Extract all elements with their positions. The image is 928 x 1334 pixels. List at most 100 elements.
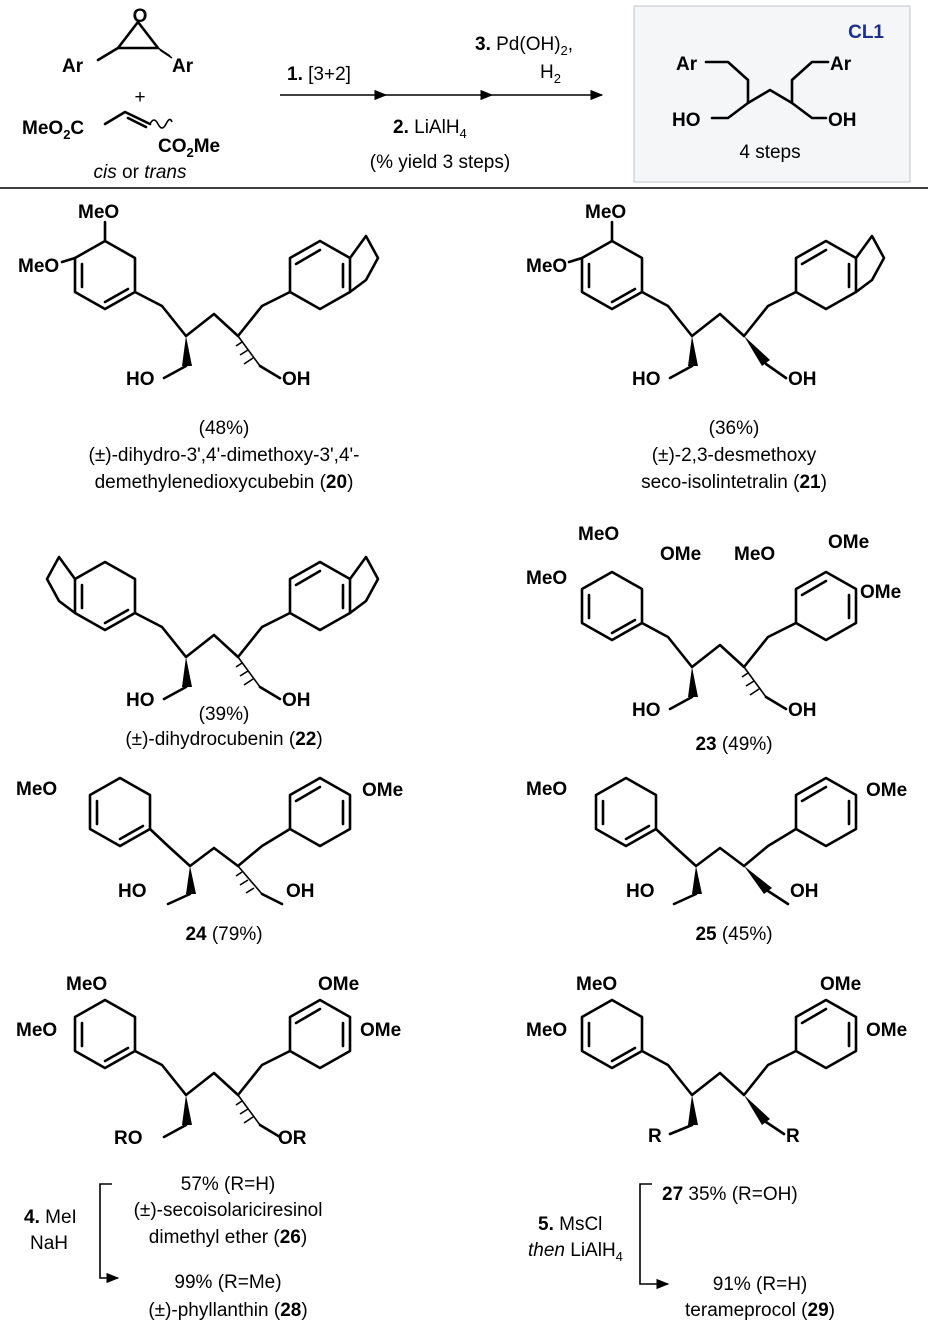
c22-ring-left [73, 560, 137, 632]
epoxide-ring [116, 20, 160, 50]
c24-caption: 24 (79%) [185, 924, 262, 945]
compound-22: HO OH (39%) (±)-dihydrocubenin (22) [45, 555, 380, 750]
step2-label: 2. LiAlH4 [393, 117, 467, 141]
c26-step-base: NaH [30, 1233, 68, 1254]
header-conditions: 1. [3+2] 2. LiAlH4 (% yield 3 steps) 3. … [280, 34, 604, 173]
c27-r-right: R [786, 1126, 800, 1147]
c20-ring-left [73, 239, 137, 311]
c20-name-line1: (±)-dihydro-3',4'-dimethoxy-3',4'- [89, 445, 360, 466]
c25-ring-left [594, 776, 658, 848]
c25-caption: 25 (45%) [695, 924, 772, 945]
c22-oh: OH [282, 690, 311, 711]
ar-left-label: Ar [62, 56, 84, 77]
c27-line1: 27 35% (R=OH) [662, 1184, 798, 1205]
c20-meo-top: MeO [78, 202, 119, 223]
c26-ome-right: OMe [360, 1020, 401, 1041]
c20-chain [133, 290, 292, 338]
c22-ho: HO [126, 690, 155, 711]
h2-label: H2 [540, 62, 561, 86]
c26-ring-left [73, 998, 137, 1070]
c24-ring-left [88, 776, 152, 848]
c20-meo-left: MeO [18, 256, 59, 277]
c27-step-then: then LiAlH4 [528, 1240, 623, 1264]
c21-name-line2: seco-isolintetralin (21) [641, 472, 827, 493]
c25-chain [654, 827, 798, 868]
c21-dioxole [854, 234, 886, 294]
c23-ome-a: OMe [660, 544, 701, 565]
c26-step: 4. MeI [24, 1207, 77, 1228]
c20-name-line2: demethylenedioxycubebin (20) [95, 472, 354, 493]
c28-name: (±)-phyllanthin (28) [148, 1300, 307, 1321]
c20-oh: OH [282, 369, 311, 390]
c21-oh: OH [788, 369, 817, 390]
c27-meo-top: MeO [576, 974, 617, 995]
cis-trans-label: cis or trans [94, 162, 187, 183]
c29-name: terameprocol (29) [685, 1300, 835, 1321]
c24-meo: MeO [16, 779, 57, 800]
c22-dioxole-right [348, 555, 380, 615]
c20-yield: (48%) [199, 418, 250, 439]
c24-chain [148, 827, 292, 868]
ar-right-label: Ar [172, 56, 194, 77]
c21-yield: (36%) [709, 418, 760, 439]
c26-or: OR [278, 1128, 307, 1149]
c24-ring-right [288, 776, 352, 848]
yield-note: (% yield 3 steps) [370, 152, 510, 173]
c27-ome-right: OMe [866, 1020, 907, 1041]
compound-20: MeO MeO HO OH (48%) (±)-dihydro-3',4'-di… [18, 202, 380, 493]
c27-ring-left [580, 998, 644, 1070]
cl1-skeleton [704, 60, 830, 105]
c26-line2: (±)-secoisolariciresinol [134, 1200, 323, 1221]
c25-oh: OH [790, 881, 819, 902]
c26-arrow [99, 1183, 120, 1284]
c26-line3: dimethyl ether (26) [149, 1227, 307, 1248]
c23-meo-b: MeO [734, 544, 775, 565]
c26-ome-top: OMe [318, 974, 359, 995]
cl1-ar-left: Ar [676, 54, 698, 75]
c25-ome: OMe [866, 780, 907, 801]
c20-dioxole [348, 234, 380, 294]
c21-meo-top: MeO [585, 202, 626, 223]
c25-ho: HO [626, 881, 655, 902]
c21-name-line1: (±)-2,3-desmethoxy [652, 445, 817, 466]
c22-dioxole-left [45, 555, 77, 615]
c27-r-left: R [648, 1126, 662, 1147]
plus-sign: + [134, 87, 145, 108]
c21-ring-left [580, 239, 644, 311]
compound-24: MeO OMe HO OH 24 (79%) [16, 776, 403, 945]
c23-caption: 23 (49%) [695, 734, 772, 755]
c21-chain [640, 290, 798, 338]
c27-ring-right [794, 998, 858, 1070]
epoxide-oxygen: O [133, 6, 148, 27]
c28-yield: 99% (R=Me) [174, 1272, 281, 1293]
c27-step: 5. MsCl [538, 1214, 602, 1235]
c23-oh: OH [788, 700, 817, 721]
c22-chain [133, 611, 292, 659]
header-reactants: O Ar Ar + MeO2C CO2Me cis or trans [22, 6, 220, 183]
c27-ome-top: OMe [820, 974, 861, 995]
c27-chain [640, 1049, 798, 1097]
compound-21: MeO MeO HO OH (36%) (±)-2,3-desmethoxy s… [526, 202, 886, 493]
c29-yield: 91% (R=H) [713, 1274, 808, 1295]
cl1-box: CL1 Ar Ar HO OH 4 steps [633, 5, 911, 183]
alkene-chain [103, 110, 152, 126]
c21-meo-left: MeO [526, 256, 567, 277]
step3-label: 3. Pd(OH)2, [475, 34, 573, 58]
c27-arrow [639, 1183, 670, 1290]
c22-name: (±)-dihydrocubenin (22) [125, 729, 322, 750]
cl1-steps: 4 steps [739, 142, 800, 163]
c20-ho: HO [126, 369, 155, 390]
c26-meo-left: MeO [16, 1020, 57, 1041]
c23-ome-b: OMe [828, 532, 869, 553]
c23-chain [640, 621, 798, 669]
c22-yield: (39%) [199, 704, 250, 725]
c26-ring-right [288, 998, 352, 1070]
compound-25: MeO OMe HO OH 25 (45%) [526, 776, 907, 945]
c25-ring-right [794, 776, 858, 848]
step1-label: 1. [3+2] [287, 64, 351, 85]
compound-27: MeO MeO OMe OMe R R 27 35% (R=OH) 5. MsC… [526, 974, 907, 1321]
c26-line1: 57% (R=H) [181, 1174, 276, 1195]
cl1-oh: OH [828, 110, 857, 131]
c26-meo-top: MeO [66, 974, 107, 995]
